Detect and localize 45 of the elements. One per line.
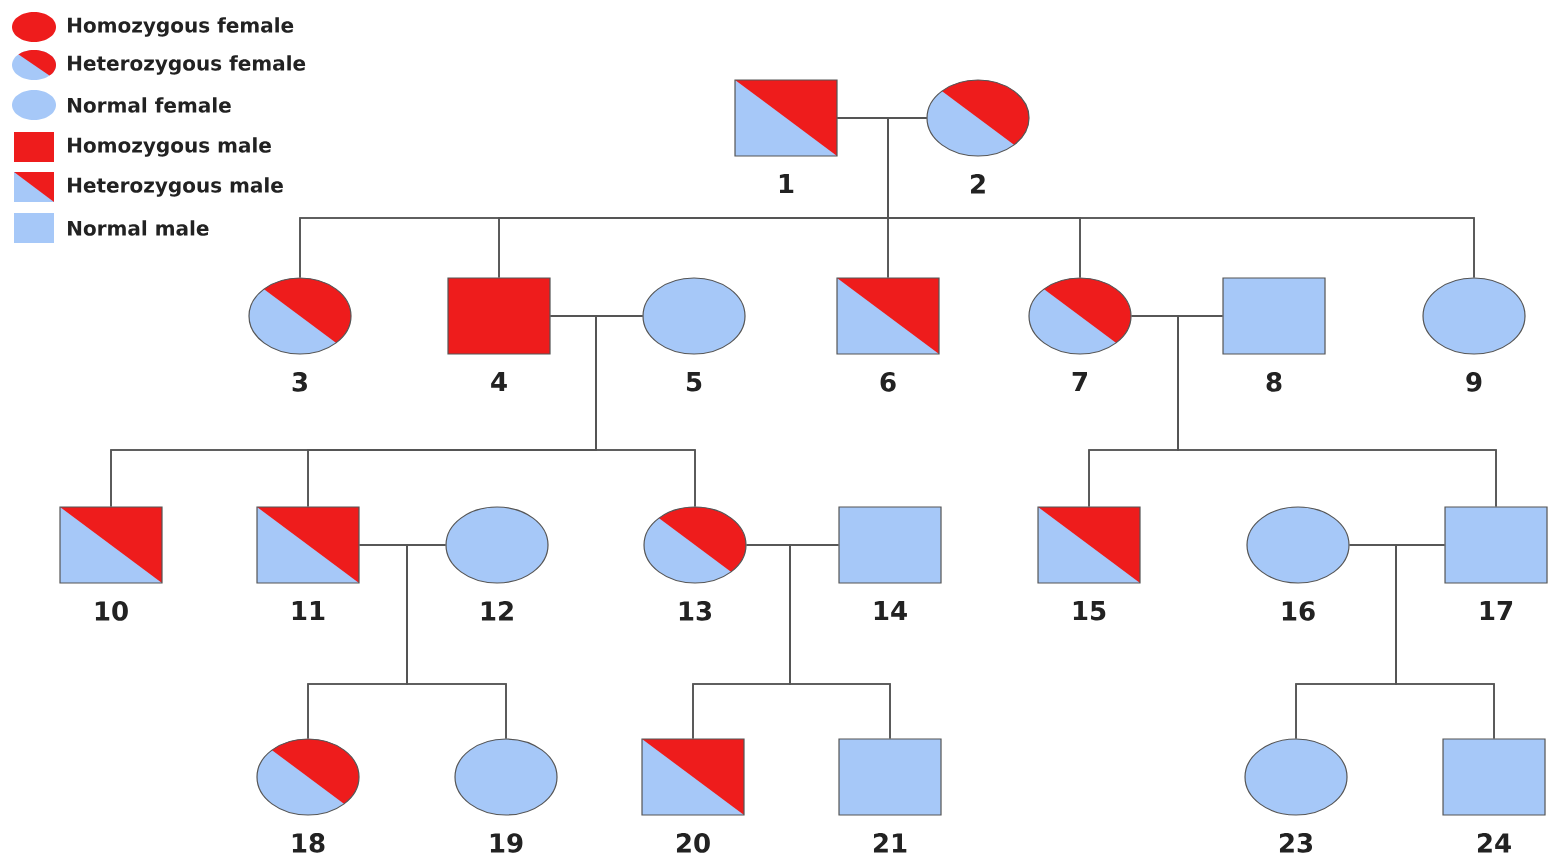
node-label: 7: [1072, 372, 1087, 392]
pedigree-line: [1395, 544, 1495, 740]
legend-label: Normal female: [68, 97, 231, 113]
pedigree-square: 24: [1442, 738, 1546, 853]
node-label: 9: [1466, 372, 1482, 392]
node-label: 2: [971, 174, 985, 194]
node-label: 10: [95, 601, 128, 621]
node-label: 15: [1073, 601, 1106, 621]
legend-label: Heterozygous female: [68, 55, 306, 75]
node-label: 3: [292, 372, 307, 392]
node-label: 12: [481, 601, 513, 621]
legend-label: Normal male: [68, 220, 209, 236]
pedigree-line: [789, 544, 891, 740]
node-label: 23: [1279, 833, 1313, 853]
node-label: 8: [1266, 372, 1282, 392]
pedigree-square: 14: [838, 506, 942, 621]
node-label: 24: [1477, 833, 1511, 853]
node-label: 17: [1480, 601, 1513, 621]
pedigree-square: 4: [447, 277, 551, 392]
pedigree-line: [595, 315, 696, 508]
pedigree-square: 8: [1222, 277, 1326, 392]
pedigree-square: 20: [641, 738, 745, 853]
node-label: 6: [880, 372, 896, 392]
node-label: 18: [292, 833, 325, 853]
node-label: 19: [490, 833, 523, 853]
pedigree-line: [406, 544, 507, 740]
node-label: 1: [779, 174, 794, 194]
node-label: 5: [686, 372, 702, 392]
pedigree-square: 17: [1444, 506, 1548, 621]
legend-label: Homozygous male: [68, 137, 271, 157]
node-label: 20: [676, 833, 710, 853]
pedigree-square: 15: [1037, 506, 1141, 621]
node-label: 13: [679, 601, 712, 621]
pedigree-square: 21: [838, 738, 942, 853]
pedigree-square: 6: [836, 277, 940, 392]
node-label: 14: [874, 601, 907, 621]
node-label: 11: [292, 601, 325, 621]
pedigree-square: 1: [734, 79, 838, 194]
legend-label: Heterozygous male: [68, 177, 283, 197]
node-label: 21: [873, 833, 907, 853]
pedigree-square: 11: [256, 506, 360, 621]
node-label: 4: [491, 372, 507, 392]
node-label: 16: [1282, 601, 1315, 621]
legend-label: Homozygous female: [68, 17, 294, 37]
pedigree-square: 10: [59, 506, 163, 621]
